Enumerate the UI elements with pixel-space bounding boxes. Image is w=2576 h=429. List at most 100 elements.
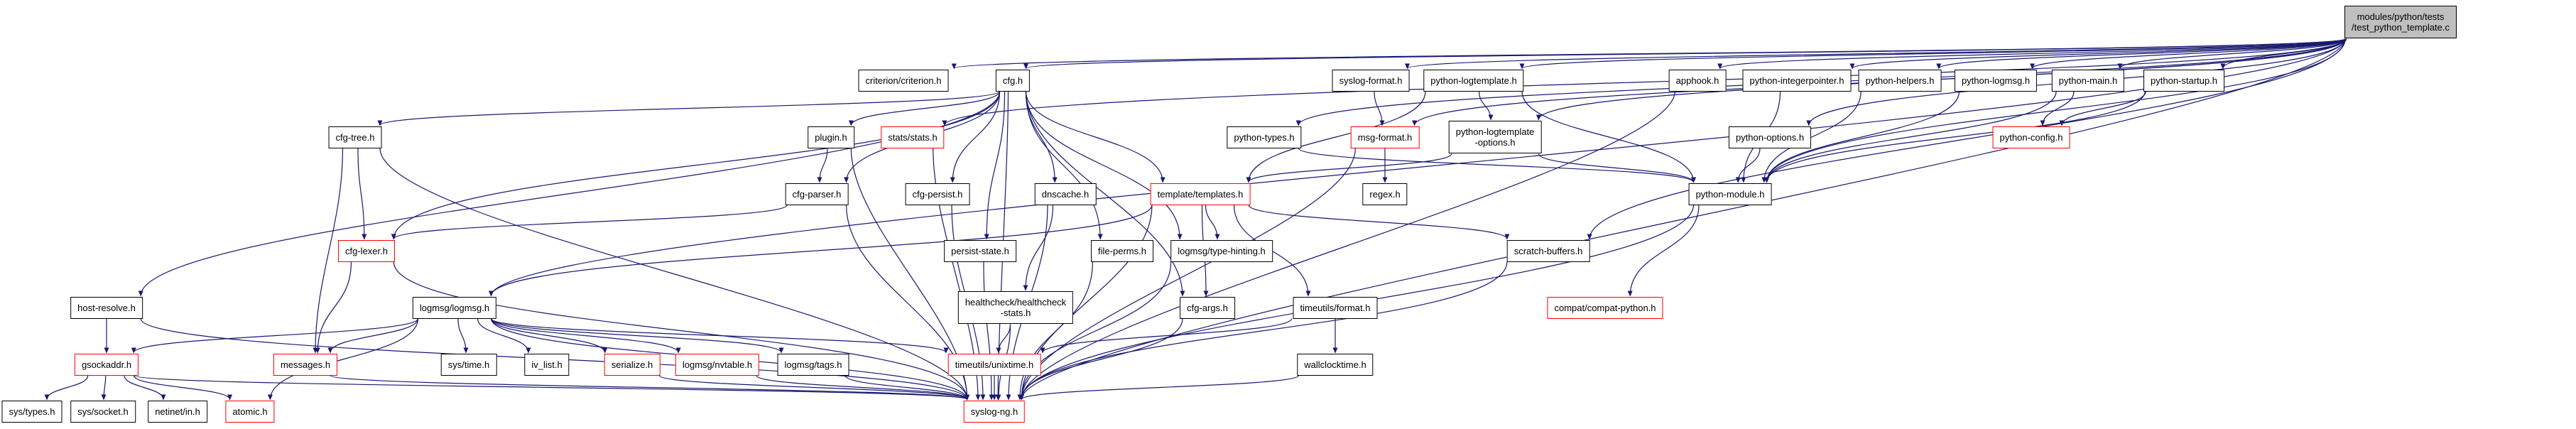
include-edge-cfg_lexer-to-syslog_ng <box>393 261 970 401</box>
include-edge-cfg-to-plugin <box>848 91 1001 126</box>
graph-node-host_resolve[interactable]: host-resolve.h <box>70 296 143 319</box>
graph-node-cfg_tree[interactable]: cfg-tree.h <box>328 126 382 148</box>
include-edge-plugin-to-cfg_parser <box>817 148 828 183</box>
include-edge-persist_state-to-syslog_ng <box>983 261 994 401</box>
include-edge-cfg-to-cfg_tree <box>377 90 1001 126</box>
graph-node-cfg[interactable]: cfg.h <box>995 69 1031 92</box>
graph-node-cfg_persist[interactable]: cfg-persist.h <box>905 183 970 205</box>
include-edge-root-to-scratch_buffers <box>1587 38 2346 240</box>
graph-node-timeutils_format[interactable]: timeutils/format.h <box>1293 296 1378 319</box>
graph-node-root: modules/python/tests /test_python_templa… <box>2344 5 2457 38</box>
graph-node-python_module[interactable]: python-module.h <box>1688 183 1772 205</box>
include-edge-logmsg-to-messages <box>327 318 419 354</box>
include-edge-syslog_format-to-msg_format <box>1374 91 1385 126</box>
graph-node-compat_python[interactable]: compat/compat-python.h <box>1547 296 1663 319</box>
graph-node-unixtime[interactable]: timeutils/unixtime.h <box>947 353 1041 376</box>
include-edge-python_startup-to-python_config <box>2059 91 2146 126</box>
include-edge-python_main-to-python_config <box>2040 91 2075 126</box>
graph-node-persist_state[interactable]: persist-state.h <box>944 239 1016 262</box>
include-edge-dnscache-to-healthcheck_stats <box>1023 205 1054 291</box>
graph-node-messages[interactable]: messages.h <box>273 353 338 376</box>
graph-node-apphook[interactable]: apphook.h <box>1668 69 1727 92</box>
include-edge-cfg_tree-to-messages <box>313 148 344 354</box>
graph-node-logmsg[interactable]: logmsg/logmsg.h <box>412 296 497 319</box>
graph-node-nvtable[interactable]: logmsg/nvtable.h <box>675 353 760 376</box>
include-edge-messages-to-syslog_ng <box>330 374 969 401</box>
graph-node-file_perms[interactable]: file-perms.h <box>1091 239 1153 262</box>
include-edge-cfg-to-cfg_persist <box>950 91 1001 183</box>
include-edge-python_startup-to-python_module <box>1764 91 2146 183</box>
graph-node-syslog_format[interactable]: syslog-format.h <box>1332 69 1410 92</box>
include-edge-python_helpers-to-python_module <box>1761 91 1862 183</box>
graph-node-python_startup[interactable]: python-startup.h <box>2143 69 2224 92</box>
graph-node-tags[interactable]: logmsg/tags.h <box>777 353 849 376</box>
graph-node-cfg_args[interactable]: cfg-args.h <box>1180 296 1235 319</box>
graph-node-dnscache[interactable]: dnscache.h <box>1034 183 1097 205</box>
include-edge-type_hinting-to-syslog_ng <box>1018 261 1172 401</box>
graph-node-python_options[interactable]: python-options.h <box>1728 126 1812 148</box>
include-edge-nvtable-to-syslog_ng <box>756 374 970 401</box>
graph-node-sys_time[interactable]: sys/time.h <box>440 353 497 376</box>
graph-node-sys_socket[interactable]: sys/socket.h <box>70 400 136 423</box>
graph-node-plugin[interactable]: plugin.h <box>808 126 854 148</box>
include-edge-logmsg-to-iv_list <box>477 318 531 354</box>
include-edge-templates-to-scratch_buffers <box>1248 205 1510 240</box>
graph-node-netinet_in[interactable]: netinet/in.h <box>148 400 207 423</box>
include-edge-cfg_args-to-syslog_ng <box>1018 318 1183 401</box>
graph-node-python_main[interactable]: python-main.h <box>2051 69 2125 92</box>
include-edge-root-to-python_integerpointer <box>1849 38 2346 70</box>
graph-node-msg_format[interactable]: msg-format.h <box>1350 126 1420 148</box>
include-edge-cfg_lexer-to-messages <box>315 261 352 354</box>
include-edge-logmsg-to-atomic <box>267 318 419 401</box>
graph-node-type_hinting[interactable]: logmsg/type-hinting.h <box>1170 239 1273 262</box>
graph-node-python_config[interactable]: python-config.h <box>1992 126 2070 148</box>
graph-node-cfg_parser[interactable]: cfg-parser.h <box>785 183 849 205</box>
include-edge-cfg_parser-to-cfg_lexer <box>391 204 788 240</box>
graph-node-python_logmsg[interactable]: python-logmsg.h <box>1954 69 2038 92</box>
include-edge-root-to-logmsg <box>489 38 2346 297</box>
include-edge-python_logtemplate-to-templates <box>1246 91 1426 183</box>
graph-node-python_logtemplate_options[interactable]: python-logtemplate -options.h <box>1448 120 1542 153</box>
include-edge-cfg-to-type_hinting <box>1025 91 1183 240</box>
include-edge-gsockaddr-to-sys_types <box>44 375 89 401</box>
include-edge-root-to-python_helpers <box>1936 38 2346 70</box>
graph-node-gsockaddr[interactable]: gsockaddr.h <box>74 353 139 376</box>
include-edge-python_types-to-python_module <box>1298 147 1696 183</box>
graph-node-stats[interactable]: stats/stats.h <box>881 126 945 148</box>
include-edge-serialize-to-syslog_ng <box>658 374 970 401</box>
include-edge-python_main-to-python_module <box>1764 91 2057 183</box>
graph-node-wallclocktime[interactable]: wallclocktime.h <box>1297 353 1374 376</box>
include-edge-root-to-cfg <box>1023 38 2346 70</box>
include-edge-logmsg-to-gsockaddr <box>131 317 419 354</box>
graph-node-python_helpers[interactable]: python-helpers.h <box>1858 69 1942 92</box>
include-edge-gsockaddr-to-syslog_ng <box>133 374 969 401</box>
include-edge-cfg-to-cfg_args <box>1025 91 1185 297</box>
graph-node-serialize[interactable]: serialize.h <box>604 353 661 376</box>
graph-node-python_logtemplate[interactable]: python-logtemplate.h <box>1423 69 1524 92</box>
include-edge-logmsg-to-tags <box>490 317 784 354</box>
graph-node-iv_list[interactable]: iv_list.h <box>524 353 570 376</box>
graph-node-templates[interactable]: template/templates.h <box>1150 183 1251 205</box>
include-edge-root-to-python_module <box>1764 38 2346 183</box>
include-edge-gsockaddr-to-sys_socket <box>101 375 107 401</box>
graph-node-syslog_ng[interactable]: syslog-ng.h <box>963 400 1026 423</box>
include-edge-gsockaddr-to-atomic <box>133 375 233 401</box>
include-edge-timeutils_format-to-unixtime <box>1040 318 1293 354</box>
include-edge-apphook-to-syslog_ng <box>1018 91 1675 401</box>
graph-node-criterion[interactable]: criterion/criterion.h <box>858 69 949 92</box>
graph-node-healthcheck_stats[interactable]: healthcheck/healthcheck -stats.h <box>957 290 1074 324</box>
graph-node-sys_types[interactable]: sys/types.h <box>1 400 63 423</box>
include-edge-cfg-to-cfg_lexer <box>391 91 1001 240</box>
include-edge-logmsg-to-nvtable <box>490 318 681 354</box>
include-edge-root-to-python_logtemplate <box>1519 38 2346 70</box>
graph-node-atomic[interactable]: atomic.h <box>225 400 275 423</box>
include-edge-python_logtemplate_options-to-python_module <box>1538 153 1696 183</box>
graph-node-python_types[interactable]: python-types.h <box>1227 126 1302 148</box>
graph-node-python_integerpointer[interactable]: python-integerpointer.h <box>1742 69 1852 92</box>
include-edge-root-to-apphook <box>1717 38 2346 70</box>
include-edge-root-to-python_main <box>2117 38 2346 70</box>
graph-node-cfg_lexer[interactable]: cfg-lexer.h <box>338 239 395 262</box>
graph-node-regex[interactable]: regex.h <box>1362 183 1408 205</box>
graph-node-scratch_buffers[interactable]: scratch-buffers.h <box>1506 239 1590 262</box>
